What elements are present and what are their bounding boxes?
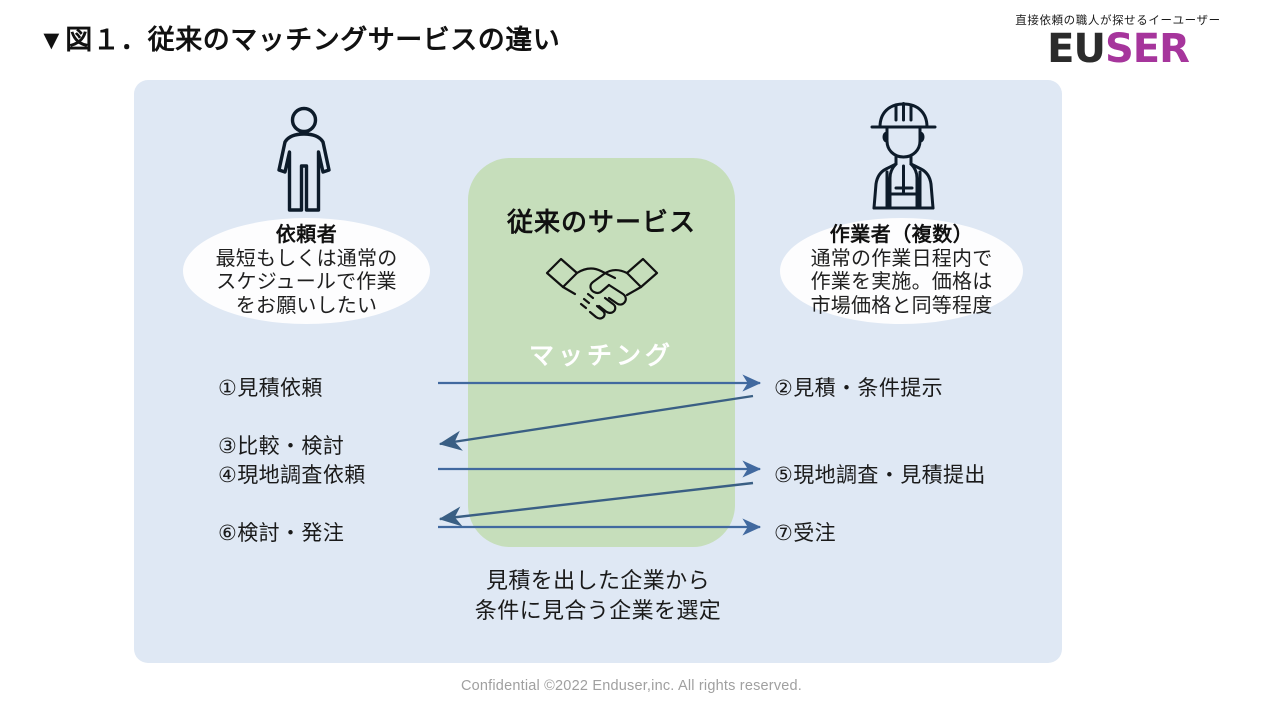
step-label-1: ①見積依頼: [218, 377, 323, 400]
step-label-6: ⑥検討・発注: [218, 522, 345, 545]
person-icon: [270, 106, 338, 221]
left-actor-desc-line-2: スケジュールで作業: [216, 271, 397, 293]
left-actor-desc-line-1: 最短もしくは通常の: [215, 247, 398, 270]
logo-dark-part: EU: [1047, 26, 1106, 72]
center-card-subtitle: マッチング: [528, 342, 674, 370]
bottom-note-line-1: 見積を出した企業から: [485, 568, 710, 593]
right-actor-role: 作業者（複数）: [829, 223, 974, 246]
right-actor-text: 作業者（複数） 通常の作業日程内で 作業を実施。価格は 市場価格と同等程度: [752, 224, 1052, 318]
right-actor-desc-line-2: 作業を実施。価格は: [810, 271, 993, 293]
center-card-title: 従来のサービス: [506, 207, 696, 237]
step-label-3: ③比較・検討: [218, 435, 345, 458]
step-label-7: ⑦受注: [774, 522, 837, 545]
euser-logo: EUSER: [993, 29, 1243, 69]
construction-worker-icon: [856, 100, 951, 220]
handshake-icon: [543, 251, 661, 326]
left-actor-text: 依頼者 最短もしくは通常の スケジュールで作業 をお願いしたい: [157, 224, 457, 318]
right-actor-desc-line-3: 市場価格と同等程度: [810, 294, 993, 317]
right-actor-callout: 作業者（複数） 通常の作業日程内で 作業を実施。価格は 市場価格と同等程度: [780, 218, 1023, 324]
logo-accent-part: SER: [1104, 26, 1190, 72]
left-actor-desc-line-3: をお願いしたい: [235, 294, 378, 317]
brand-block: 直接依頼の職人が探せるイーユーザー EUSER: [993, 12, 1243, 69]
step-label-2: ②見積・条件提示: [774, 377, 944, 400]
footer-copyright: Confidential ©2022 Enduser,inc. All righ…: [460, 678, 803, 694]
step-label-5: ⑤現地調査・見積提出: [774, 464, 986, 487]
center-service-card: 従来のサービス マッチング: [468, 158, 735, 547]
left-actor-callout: 依頼者 最短もしくは通常の スケジュールで作業 をお願いしたい: [183, 218, 430, 324]
right-actor-desc-line-1: 通常の作業日程内で: [810, 247, 993, 270]
page-title: ▼図１．従来のマッチングサービスの違い: [38, 25, 561, 55]
diagram-panel: 従来のサービス マッチング: [134, 80, 1062, 663]
left-actor-role: 依頼者: [275, 223, 338, 246]
brand-tagline: 直接依頼の職人が探せるイーユーザー: [1015, 15, 1221, 27]
bottom-note: 見積を出した企業から 条件に見合う企業を選定: [134, 566, 1062, 627]
step-label-4: ④現地調査依頼: [218, 464, 366, 487]
bottom-note-line-2: 条件に見合う企業を選定: [474, 598, 722, 624]
